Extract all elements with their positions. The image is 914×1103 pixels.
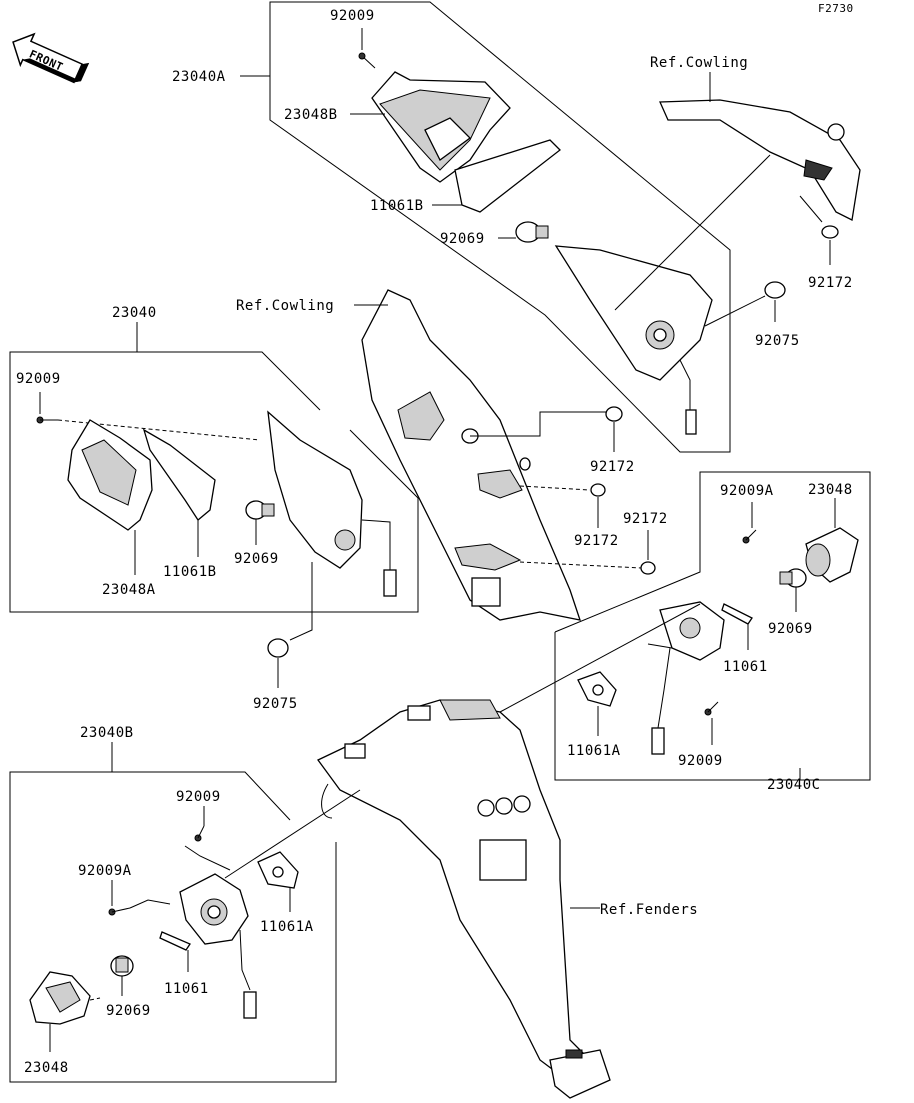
grommet-92075-top bbox=[704, 281, 786, 327]
assembly-23040B-frame bbox=[9, 742, 337, 1083]
assembly-23040C-frame bbox=[554, 471, 871, 781]
label-23048B: 23048B bbox=[284, 107, 338, 123]
label-11061-lower: 11061 bbox=[164, 981, 209, 997]
label-92009-right: 92009 bbox=[678, 753, 723, 769]
bulb-92069-top bbox=[515, 221, 549, 243]
label-23040C: 23040C bbox=[767, 777, 821, 793]
label-23040B: 23040B bbox=[80, 725, 134, 741]
figure-code: F2730 bbox=[818, 2, 854, 15]
socket-base-lower bbox=[179, 873, 257, 1019]
label-92069-top: 92069 bbox=[440, 231, 485, 247]
lens-cover-23048-right bbox=[805, 527, 859, 583]
clip-92172-b bbox=[519, 483, 606, 528]
label-92075-top: 92075 bbox=[755, 333, 800, 349]
gasket-11061-right bbox=[721, 603, 753, 625]
label-11061-right: 11061 bbox=[723, 659, 768, 675]
label-11061B-left: 11061B bbox=[163, 564, 217, 580]
label-ref-cowling-top: Ref.Cowling bbox=[650, 55, 748, 71]
lens-housing-23048A bbox=[67, 419, 153, 531]
label-92172-a: 92172 bbox=[590, 459, 635, 475]
socket-base-right bbox=[647, 601, 725, 755]
label-23048-right: 23048 bbox=[808, 482, 853, 498]
cowling-middle bbox=[361, 289, 581, 621]
clip-92172-top bbox=[799, 195, 839, 265]
assembly-23040A-frame bbox=[240, 1, 731, 453]
rear-fender bbox=[317, 699, 611, 1099]
grommet-92075-left bbox=[267, 562, 313, 688]
screw-92009-lower bbox=[184, 806, 231, 871]
label-ref-cowling-mid: Ref.Cowling bbox=[236, 298, 334, 314]
label-11061B-top: 11061B bbox=[370, 198, 424, 214]
label-92069-right: 92069 bbox=[768, 621, 813, 637]
label-92172-c: 92172 bbox=[623, 511, 668, 527]
label-92075-left: 92075 bbox=[253, 696, 298, 712]
label-92069-left: 92069 bbox=[234, 551, 279, 567]
bulb-92069-right bbox=[779, 568, 807, 612]
socket-base-left bbox=[267, 410, 397, 597]
label-92069-lower: 92069 bbox=[106, 1003, 151, 1019]
clip-92172-a bbox=[470, 406, 623, 452]
socket-base-top bbox=[554, 245, 713, 435]
screw-92009-right bbox=[704, 701, 719, 745]
bulb-92069-lower bbox=[110, 955, 134, 996]
clip-92172-c bbox=[519, 530, 656, 575]
screw-92009-left bbox=[36, 392, 261, 441]
front-arrow-icon: FRONT bbox=[12, 32, 90, 84]
screw-92009A-right bbox=[742, 502, 757, 544]
lens-cover-23048-lower bbox=[29, 971, 101, 1025]
label-ref-fenders: Ref.Fenders bbox=[600, 902, 698, 918]
label-92009-top: 92009 bbox=[330, 8, 375, 24]
lens-housing-23048B bbox=[371, 71, 511, 183]
label-92009-lower: 92009 bbox=[176, 789, 221, 805]
screw-92009A-lower bbox=[108, 880, 171, 916]
gasket-11061-lower bbox=[159, 931, 191, 951]
label-92009-left: 92009 bbox=[16, 371, 61, 387]
screw-92009-top bbox=[358, 28, 376, 69]
label-23048A: 23048A bbox=[102, 582, 156, 598]
label-92172-top: 92172 bbox=[808, 275, 853, 291]
gasket-11061B-top bbox=[454, 139, 561, 213]
label-92009A-right: 92009A bbox=[720, 483, 774, 499]
label-23048-lower: 23048 bbox=[24, 1060, 69, 1076]
bulb-92069-left bbox=[245, 500, 275, 545]
cowling-top bbox=[659, 99, 861, 221]
gasket-11061A-lower bbox=[257, 851, 299, 912]
label-92009A-lower: 92009A bbox=[78, 863, 132, 879]
label-11061A-right: 11061A bbox=[567, 743, 621, 759]
label-23040A: 23040A bbox=[172, 69, 226, 85]
gasket-11061A-right bbox=[577, 671, 617, 736]
label-23040: 23040 bbox=[112, 305, 157, 321]
label-11061A-lower: 11061A bbox=[260, 919, 314, 935]
gasket-11061B-left bbox=[142, 428, 216, 521]
label-92172-b: 92172 bbox=[574, 533, 619, 549]
assembly-23040-frame bbox=[9, 322, 419, 613]
